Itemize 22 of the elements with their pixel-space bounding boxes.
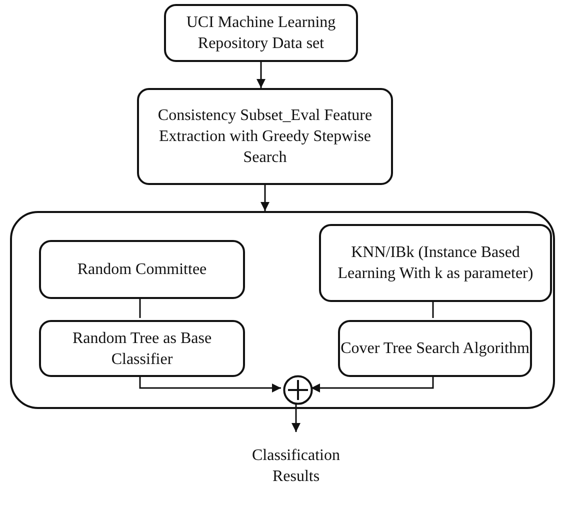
group-box <box>10 211 555 409</box>
arrow <box>311 375 434 392</box>
box-text: UCI Machine Learning Repository Data set <box>185 13 337 54</box>
box-text: KNN/IBk (Instance Based Learning With k as parameter) <box>336 243 534 284</box>
arrow <box>256 62 266 88</box>
process-box <box>39 320 245 377</box>
arrow <box>139 375 281 392</box>
output-text: Classification Results <box>251 446 341 487</box>
process-box <box>39 240 245 299</box>
process-box <box>319 224 552 302</box>
arrow <box>260 185 270 211</box>
summation-circle <box>283 375 313 405</box>
arrow <box>292 403 300 432</box>
connector-line <box>432 300 434 318</box>
process-box <box>164 4 358 62</box>
box-text: Cover Tree Search Algorithm <box>340 339 530 359</box>
box-text: Random Committee <box>77 260 207 280</box>
process-box <box>338 320 532 377</box>
process-box <box>137 88 393 185</box>
box-text: Random Tree as Base Classifier <box>71 328 213 370</box>
connector-line <box>139 297 141 318</box>
box-text: Consistency Subset_Eval Feature Extraction with Greedy Stepwise Search <box>156 106 374 168</box>
